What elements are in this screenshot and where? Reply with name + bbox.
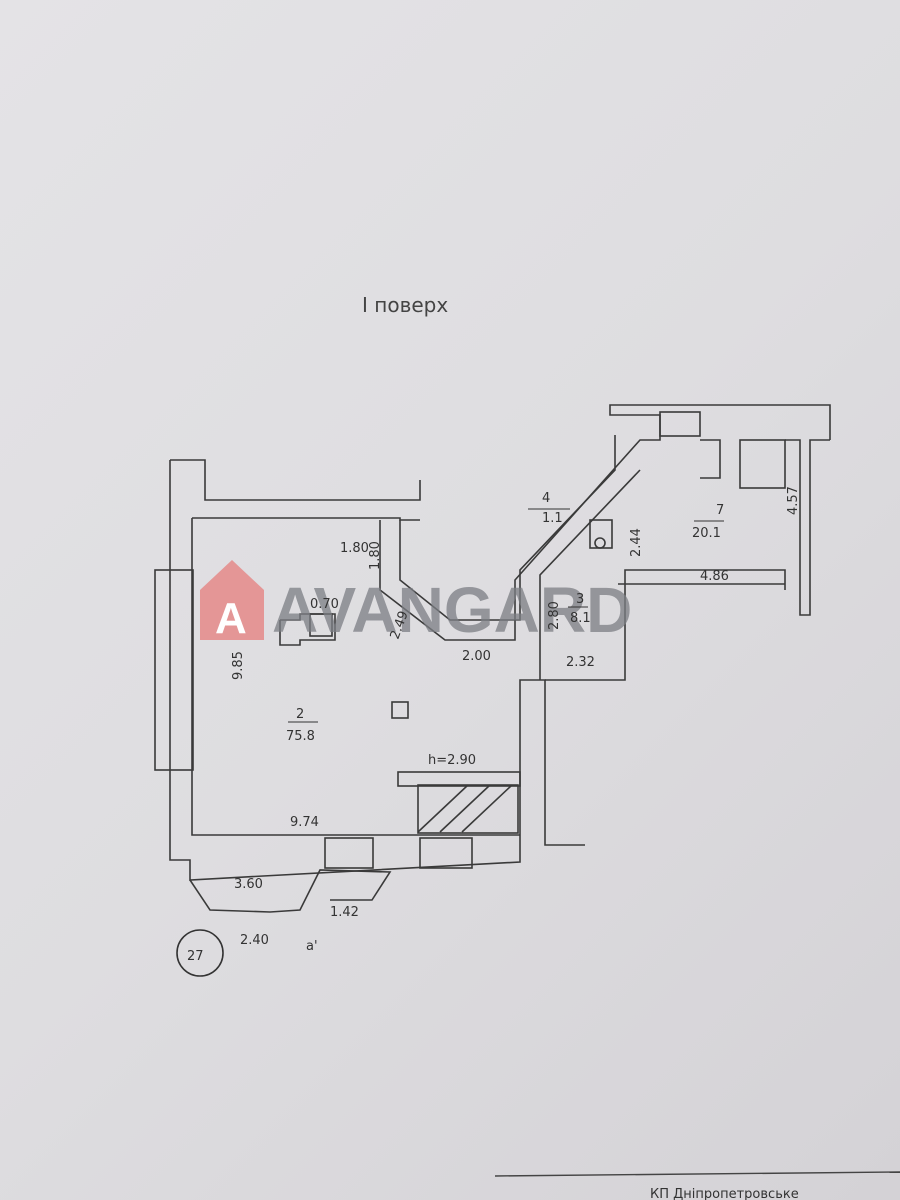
- room-label: 3 8.1: [568, 592, 591, 626]
- svg-text:20.1: 20.1: [692, 526, 721, 541]
- room-label: 7 20.1: [692, 503, 724, 541]
- ceiling-height-label: h=2.90: [428, 753, 476, 768]
- footer-organization: КП Дніпропетровське: [650, 1187, 799, 1200]
- svg-text:7: 7: [716, 503, 724, 518]
- svg-text:2.80: 2.80: [547, 601, 562, 630]
- svg-text:4.86: 4.86: [700, 569, 729, 584]
- svg-text:2.00: 2.00: [462, 649, 491, 664]
- room-label: 4 1.1: [528, 491, 570, 526]
- walls: [154, 404, 831, 913]
- svg-text:2.32: 2.32: [566, 655, 595, 670]
- watermark-text: AVANGARD: [272, 574, 632, 646]
- svg-text:8.1: 8.1: [570, 611, 591, 626]
- watermark-logo-letter: A: [215, 594, 247, 643]
- svg-text:9.74: 9.74: [290, 815, 319, 830]
- watermark-logo: A AVANGARD: [200, 560, 632, 646]
- svg-text:2.40: 2.40: [240, 933, 269, 948]
- floor-title: І поверх: [362, 293, 448, 317]
- svg-text:1.42: 1.42: [330, 905, 359, 920]
- svg-text:1.1: 1.1: [542, 511, 563, 526]
- svg-text:1.80: 1.80: [368, 541, 383, 570]
- title-block-border: [494, 1171, 900, 1177]
- svg-text:27: 27: [187, 949, 204, 964]
- svg-text:0.70: 0.70: [310, 597, 339, 612]
- svg-text:1.80: 1.80: [340, 541, 369, 556]
- mark-label: a': [306, 939, 318, 954]
- svg-text:2: 2: [296, 707, 304, 722]
- svg-text:3.60: 3.60: [234, 877, 263, 892]
- svg-text:4: 4: [542, 491, 550, 506]
- block-number-marker: 27: [176, 929, 224, 977]
- svg-text:2.44: 2.44: [629, 528, 644, 557]
- svg-text:9.85: 9.85: [231, 651, 246, 680]
- svg-text:3: 3: [576, 592, 584, 607]
- dimension-labels: 1.80 1.80 0.70 2.49 9.85 2.00 2.80 2.32 …: [231, 486, 801, 948]
- svg-text:4.57: 4.57: [786, 486, 801, 515]
- room-label: 2 75.8: [286, 707, 318, 744]
- svg-text:75.8: 75.8: [286, 729, 315, 744]
